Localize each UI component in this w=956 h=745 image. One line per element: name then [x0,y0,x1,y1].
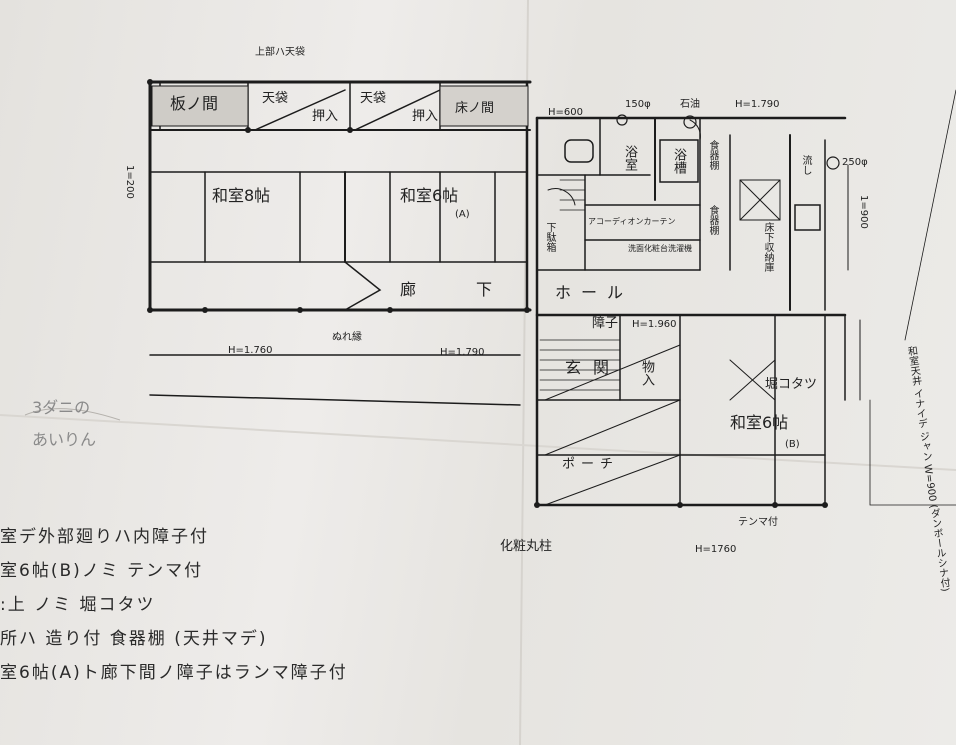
note-line-4: 所ハ 造り付 食器棚 (天井マデ) [0,629,268,649]
ryuushi-label: 流し [800,155,811,175]
porch-label: ポーチ [562,457,620,472]
tenbukuro-label-1: 天袋 [262,91,289,106]
note-line-2: 室6帖(B)ノミ テンマ付 [0,561,204,581]
washitsu6a-label: 和室6帖 [400,186,459,205]
sentaku-label: 洗濯機 [668,244,692,253]
pencil-note-1: 3ダニの [32,398,91,417]
pencil-stroke [24,408,121,421]
note-line-5: 室6帖(A)ト廊下間ノ障子はランマ障子付 [0,663,348,683]
column-dots [147,79,828,508]
dim-h1760-left: H=1.760 [228,345,273,356]
washitsu8-label: 和室8帖 [212,186,271,205]
washitsu6b-label: 和室6帖 [730,413,789,432]
dim-h1790-mid: H=1.790 [440,347,485,358]
horigotatsu-label: 堀コタツ [765,377,818,392]
en-label: ぬれ縁 [332,332,362,343]
dim-h600: H=600 [548,107,583,118]
dim-left-vertical: 1=200 [124,165,135,199]
rouka-label: 廊下 [400,280,553,299]
paper-fold [0,414,956,471]
dim-h1960: H=1.960 [632,319,677,330]
plan-linework [148,80,956,507]
keshou-label: 化粧丸柱 [500,539,553,554]
shokusan-label: 食器棚 [707,205,718,235]
tokonoma-label: 床ノ間 [455,101,495,116]
dim-h1760-bottom: H=1760 [695,544,737,555]
oshiire-label-1: 押入 [312,109,339,124]
itanoma-label: 板ノ間 [170,94,219,113]
oshiire-label-2: 押入 [412,109,439,124]
tenbukuro-label-2: 天袋 [360,91,387,106]
genkan-label: 玄関 [565,358,622,377]
yukashita-label: 床下収納庫 [762,222,773,272]
shokki-label: 食器棚 [707,140,718,170]
yokusou-label: 浴槽 [671,148,686,174]
monooki-label: 物入 [639,360,654,386]
note-line-1: 室デ外部廻りハ内障子付 [0,527,209,547]
dim-right-vertical: 1=900 [858,195,869,229]
dim-150: 150φ [625,99,651,110]
washitsu6a-sub: (A) [455,209,470,220]
tenma-label: テンマ付 [738,517,778,528]
senmen-label: 洗面化粧台 [628,244,668,253]
hall-label: ホール [555,283,634,302]
dim-h1790-top: H=1.790 [735,99,780,110]
top-note-label: 上部ハ天袋 [255,47,305,58]
curtain-label: アコーディオンカーテン [588,217,676,226]
dim-250: 250φ [842,157,868,168]
yokushitsu-label: 浴室 [622,145,637,171]
sekiyu-label: 石油 [680,99,700,110]
washitsu6b-sub: (B) [785,439,800,450]
pencil-note-2: あいりん [32,430,97,449]
shouji-label: 障子 [592,316,619,331]
shitabako-label: 下駄箱 [544,222,555,252]
note-line-3: :上 ノミ 堀コタツ [0,595,156,615]
